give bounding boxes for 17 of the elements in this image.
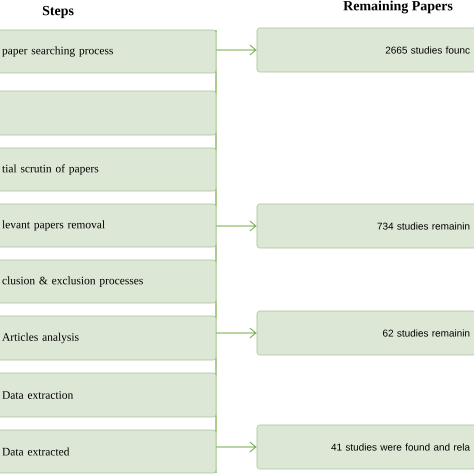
arrow (216, 220, 257, 232)
step-box (0, 90, 216, 136)
step-box: Articles analysis (0, 316, 216, 360)
column-heading: Remaining Papers (343, 0, 452, 14)
arrow (216, 442, 257, 452)
step-box: clusion & exclusion processes (0, 260, 216, 304)
result-box: 62 studies remainin (256, 310, 474, 356)
result-box: 2665 studies founc (256, 28, 474, 72)
result-box: 41 studies were found and rela (256, 424, 474, 470)
step-box: tial scrutin of papers (0, 148, 216, 192)
result-box: 734 studies remainin (256, 204, 474, 248)
step-box: Data extraction (0, 372, 216, 418)
step-box: paper searching process (0, 30, 216, 74)
step-box: Data extracted (0, 430, 216, 474)
arrow (216, 328, 257, 338)
step-box: levant papers removal (0, 204, 216, 248)
arrow (216, 44, 257, 56)
